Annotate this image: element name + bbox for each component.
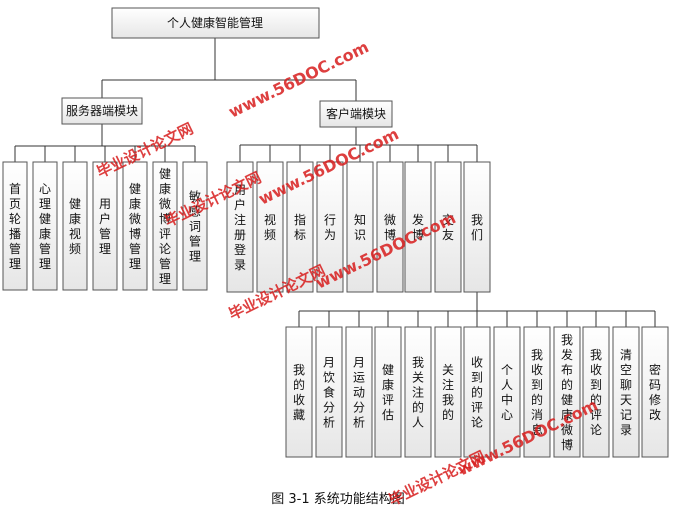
me-child-label: 密码修改 — [649, 362, 661, 422]
me-child-node: 清空聊天记录 — [612, 326, 640, 458]
client-child-node: 发博 — [404, 161, 432, 293]
client-child-box — [434, 161, 462, 293]
client-child-node: 行为 — [316, 161, 344, 293]
client-child-node: 我们 — [463, 161, 491, 293]
me-child-node: 健康评估 — [374, 326, 402, 458]
server-child-label: 健康微博评论管理 — [159, 167, 171, 286]
client-child-node: 用户注册登录 — [226, 161, 254, 293]
client-child-box — [404, 161, 432, 293]
client-child-box — [346, 161, 374, 293]
client-child-label: 指标 — [294, 212, 306, 242]
me-child-label: 月运动分析 — [353, 356, 365, 430]
client-child-node: 微博 — [376, 161, 404, 293]
me-child-label: 关注我的 — [442, 363, 454, 422]
me-child-node: 我收到的消息 — [523, 326, 551, 458]
client-child-box — [463, 161, 491, 293]
client-child-label: 视频 — [264, 212, 276, 242]
server-module-children: 首页轮播管理 心理健康管理 健康视频 用户管理 健康微博管理 健康微博评论管理 敏感词管理 — [2, 161, 208, 291]
client-child-label: 用户注册登录 — [234, 183, 246, 272]
server-child-box — [32, 161, 58, 291]
me-child-box — [404, 326, 432, 458]
me-child-box — [315, 326, 343, 458]
me-child-node: 我关注的人 — [404, 326, 432, 458]
figure-caption: 图 3-1 系统功能结构图 — [271, 492, 405, 507]
server-child-node: 心理健康管理 — [32, 161, 58, 291]
server-child-label: 用户管理 — [99, 197, 111, 256]
me-child-box — [641, 326, 669, 458]
server-child-label: 心理健康管理 — [39, 182, 51, 271]
client-child-node: 知识 — [346, 161, 374, 293]
client-child-node: 交友 — [434, 161, 462, 293]
me-child-label: 我收到的消息 — [531, 348, 543, 437]
me-child-box — [553, 326, 581, 458]
client-child-label: 微博 — [384, 213, 396, 242]
server-child-box — [2, 161, 28, 291]
me-child-label: 个人中心 — [501, 363, 513, 422]
me-child-label: 我关注的人 — [412, 356, 424, 430]
me-child-box — [434, 326, 462, 458]
server-child-box — [92, 161, 118, 291]
server-module-node: 服务器端模块 — [61, 97, 143, 125]
me-module-children: 我的收藏 月饮食分析 月运动分析 健康评估 我关注的人 关注我的 收到的评论 个人中心 我收到的… — [285, 326, 669, 458]
server-child-box — [182, 161, 208, 291]
me-child-label: 健康评估 — [382, 363, 394, 422]
server-module-label: 服务器端模块 — [66, 103, 138, 118]
me-child-label: 清空聊天记录 — [620, 348, 632, 437]
server-child-box — [122, 161, 148, 291]
me-child-box — [582, 326, 610, 458]
me-child-box — [285, 326, 313, 458]
client-child-box — [376, 161, 404, 293]
me-child-box — [523, 326, 551, 458]
client-child-node: 指标 — [286, 161, 314, 293]
me-child-node: 关注我的 — [434, 326, 462, 458]
client-child-label: 交友 — [442, 212, 454, 242]
server-child-node: 健康微博管理 — [122, 161, 148, 291]
client-child-box — [286, 161, 314, 293]
me-child-box — [345, 326, 373, 458]
me-child-node: 我的收藏 — [285, 326, 313, 458]
me-child-node: 月饮食分析 — [315, 326, 343, 458]
client-child-box — [316, 161, 344, 293]
me-child-node: 收到的评论 — [463, 326, 491, 458]
client-module-node: 客户端模块 — [319, 100, 393, 128]
server-child-node: 健康微博评论管理 — [152, 161, 178, 291]
client-child-label: 我们 — [471, 213, 483, 242]
server-child-node: 健康视频 — [62, 161, 88, 291]
client-child-node: 视频 — [256, 161, 284, 293]
server-child-node: 用户管理 — [92, 161, 118, 291]
me-child-label: 收到的评论 — [471, 356, 483, 430]
me-child-label: 我收到的评论 — [590, 348, 602, 437]
server-child-label: 健康视频 — [69, 197, 81, 256]
me-child-node: 密码修改 — [641, 326, 669, 458]
me-child-box — [374, 326, 402, 458]
server-child-box — [62, 161, 88, 291]
me-child-box — [493, 326, 521, 458]
server-child-label: 敏感词管理 — [189, 189, 201, 264]
me-child-box — [463, 326, 491, 458]
root-node: 个人健康智能管理 — [111, 7, 320, 39]
client-child-box — [256, 161, 284, 293]
client-child-label: 行为 — [324, 213, 336, 242]
me-child-label: 我发布的健康微博 — [561, 333, 573, 452]
me-child-node: 我发布的健康微博 — [553, 326, 581, 458]
me-child-node: 个人中心 — [493, 326, 521, 458]
server-child-label: 首页轮播管理 — [9, 182, 21, 271]
me-child-label: 月饮食分析 — [323, 356, 335, 430]
connector-lines — [14, 38, 656, 327]
client-module-label: 客户端模块 — [326, 106, 386, 121]
client-child-box — [226, 161, 254, 293]
server-child-node: 敏感词管理 — [182, 161, 208, 291]
root-label: 个人健康智能管理 — [167, 15, 263, 30]
server-child-label: 健康微博管理 — [129, 182, 141, 271]
server-child-box — [152, 161, 178, 291]
client-child-label: 发博 — [412, 212, 424, 242]
server-child-node: 首页轮播管理 — [2, 161, 28, 291]
me-child-node: 我收到的评论 — [582, 326, 610, 458]
me-child-box — [612, 326, 640, 458]
client-child-label: 知识 — [354, 213, 366, 242]
me-child-label: 我的收藏 — [293, 363, 305, 422]
me-child-node: 月运动分析 — [345, 326, 373, 458]
